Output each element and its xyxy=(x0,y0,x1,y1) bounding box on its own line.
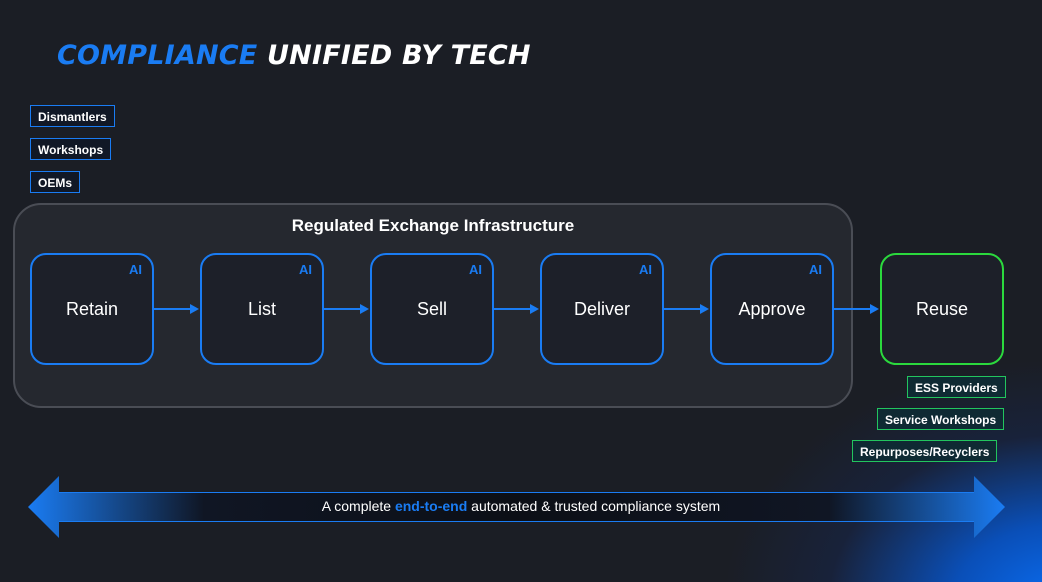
page-title: COMPLIANCE UNIFIED BY TECH xyxy=(57,40,531,71)
title-rest: UNIFIED BY TECH xyxy=(267,40,531,71)
step-label: Retain xyxy=(65,299,119,319)
destination-tag-ess-providers: ESS Providers xyxy=(907,376,1006,398)
step-sell: AI Sell xyxy=(370,253,494,365)
step-label: Reuse xyxy=(915,299,969,319)
title-accent: COMPLIANCE xyxy=(57,40,258,71)
step-retain: AI Retain xyxy=(30,253,154,365)
double-arrow-banner xyxy=(28,476,1005,538)
arrow-right-icon xyxy=(324,304,369,314)
step-approve: AI Approve xyxy=(710,253,834,365)
step-label: List xyxy=(247,299,276,319)
step-label: Sell xyxy=(416,299,447,319)
step-reuse: Reuse xyxy=(880,253,1004,365)
banner-prefix: A complete xyxy=(321,498,395,514)
arrow-right-icon xyxy=(494,304,539,314)
destination-tag-repurposes-recyclers: Repurposes/Recyclers xyxy=(852,440,998,462)
ai-badge: AI xyxy=(809,262,822,277)
ai-badge: AI xyxy=(639,262,652,277)
arrow-right-icon xyxy=(664,304,709,314)
step-label: Approve xyxy=(738,299,806,319)
source-tag-oems: OEMs xyxy=(30,171,81,193)
infrastructure-title: Regulated Exchange Infrastructure xyxy=(291,216,575,235)
banner-suffix: automated & trusted compliance system xyxy=(467,498,721,514)
banner-text: A complete end-to-end automated & truste… xyxy=(0,498,1042,514)
arrow-right-icon xyxy=(154,304,199,314)
banner-highlight: end-to-end xyxy=(394,498,468,514)
ai-badge: AI xyxy=(129,262,142,277)
source-tag-workshops: Workshops xyxy=(30,138,112,160)
ai-badge: AI xyxy=(299,262,312,277)
step-label: Deliver xyxy=(573,299,630,319)
arrow-right-icon xyxy=(834,304,879,314)
ai-badge: AI xyxy=(469,262,482,277)
step-deliver: AI Deliver xyxy=(540,253,664,365)
step-list: AI List xyxy=(200,253,324,365)
destination-tag-service-workshops: Service Workshops xyxy=(877,408,1005,430)
source-tag-dismantlers: Dismantlers xyxy=(30,105,115,127)
